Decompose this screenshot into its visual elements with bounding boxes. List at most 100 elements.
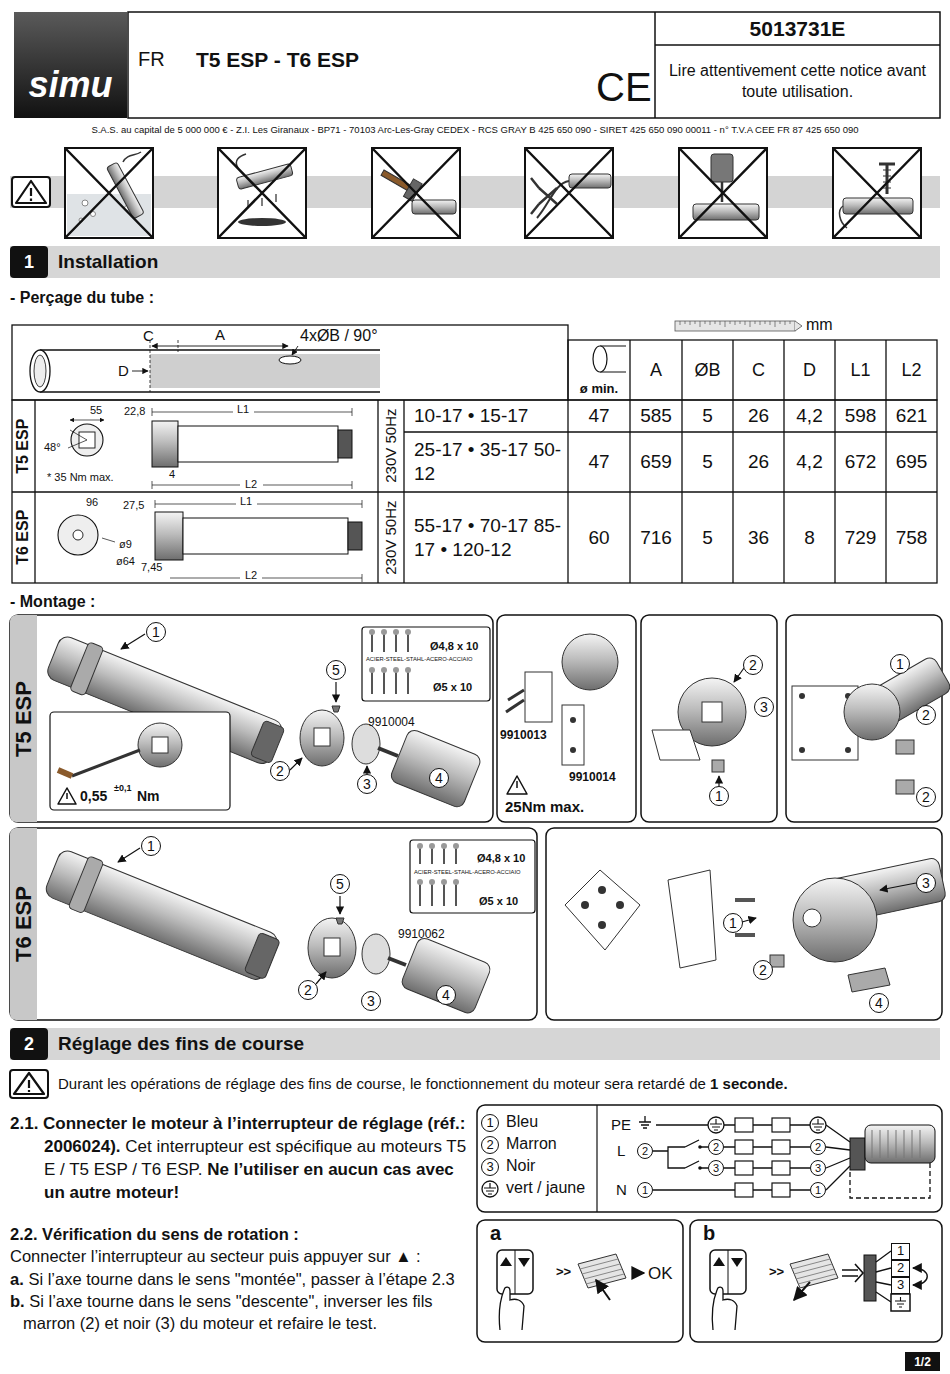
table-cell: 4,2 (784, 400, 835, 432)
table-cell: 4 (169, 468, 175, 481)
label-text: 1 (147, 838, 155, 854)
label-text: T6 ESP (14, 510, 32, 565)
label-text: S.A.S. au capital de 5 000 000 € - Z.I. … (91, 125, 858, 136)
label-text: 695 (896, 451, 928, 473)
table-cell: 25-17 • 35-17 50-12 (404, 432, 568, 492)
callout-number: 2 (270, 761, 290, 781)
label-text: 621 (896, 405, 928, 427)
label-text: A (650, 360, 662, 381)
label-text: 1 (815, 1184, 821, 1197)
label: CE (596, 64, 652, 110)
callout-number: 2 (810, 1139, 826, 1155)
label-text: 4,2 (796, 451, 822, 473)
legend-text: Noir (506, 1157, 535, 1175)
label: 1 (891, 1243, 910, 1260)
label: - Montage : (10, 593, 95, 611)
table-cell: A (630, 340, 682, 400)
paragraph: a.Si l’axe tourne dans le sens "montée",… (10, 1268, 480, 1290)
label-text: 230V 50Hz (382, 500, 399, 574)
label-text: 3 (363, 776, 371, 792)
document-title: T5 ESP - T6 ESP (196, 48, 359, 72)
table-cell: 5 (682, 400, 733, 432)
label-text: ø min. (580, 382, 618, 397)
label: Ø5 x 10 (433, 681, 472, 694)
label-text: 4,2 (796, 405, 822, 427)
label-text: 5 (336, 876, 344, 892)
label-text: 10-17 • 15-17 (414, 404, 528, 428)
label-text: 47 (588, 405, 609, 427)
callout-number: 1 (637, 1182, 653, 1198)
table-cell: L1 (237, 403, 249, 416)
paragraph: 2.2. Vérification du sens de rotation :C… (10, 1223, 475, 1267)
table-cell: T5 ESP (12, 400, 35, 492)
label: 9910062 (398, 928, 445, 942)
label: Ø5 x 10 (479, 895, 518, 908)
label-text: 3 (367, 993, 375, 1009)
node-text: 1/2 (914, 1355, 931, 1369)
brand-logo: simu (14, 12, 127, 118)
label: N (616, 1181, 627, 1198)
table-cell: 4,2 (784, 432, 835, 492)
label-text: 672 (845, 451, 877, 473)
label-text: 2 (759, 962, 767, 978)
label: 9910013 (500, 729, 547, 743)
callout-number: 2 (708, 1139, 724, 1155)
node-text: 1 (24, 252, 34, 273)
label-text: 716 (640, 527, 672, 549)
callout-number: 1 (810, 1182, 826, 1198)
callout-number: 2 (637, 1143, 653, 1159)
label-text: 1 (715, 788, 723, 804)
label: D (118, 362, 129, 379)
label-text: 5 (702, 405, 713, 427)
legend-text: vert / jaune (506, 1179, 585, 1197)
node-text: 5013731E (750, 17, 846, 41)
label-text: 1 (896, 656, 904, 672)
label: 2 (891, 1260, 910, 1277)
table-cell: L1 (240, 495, 252, 508)
label-text: 598 (845, 405, 877, 427)
table-cell: L2 (886, 340, 937, 400)
callout-number: 1 (890, 654, 910, 674)
callout-number: 3 (708, 1160, 724, 1176)
table-cell: 230V 50Hz (378, 492, 404, 583)
table-cell: 8 (784, 492, 835, 583)
label-text: 1 (729, 915, 737, 931)
table-cell: 758 (886, 492, 937, 583)
label-text: 5 (332, 662, 340, 678)
text-run: b. (10, 1292, 25, 1310)
table-cell: L2 (245, 569, 257, 582)
label-text: 2 (897, 1261, 904, 1276)
node-text: Réglage des fins de course (58, 1033, 304, 1055)
table-cell: D (784, 340, 835, 400)
table-cell: 672 (835, 432, 886, 492)
model-tab: T5 ESP (10, 615, 37, 822)
label: >> (769, 1265, 784, 1280)
callout-number: 3 (481, 1158, 499, 1176)
label-text: 8 (804, 527, 815, 549)
callout-number: 3 (357, 774, 377, 794)
label: Nm (137, 788, 160, 804)
callout-number: 2 (743, 655, 763, 675)
label-text: 230V 50Hz (382, 409, 399, 483)
label-text: 60 (588, 527, 609, 549)
document-number: 5013731E (655, 12, 940, 45)
label: S.A.S. au capital de 5 000 000 € - Z.I. … (10, 123, 940, 137)
table-cell: 47 (568, 432, 630, 492)
table-cell: 621 (886, 400, 937, 432)
callout-number: 1 (723, 913, 743, 933)
callout-number: 2 (298, 980, 318, 1000)
table-cell: 26 (733, 400, 784, 432)
label: a (490, 1222, 501, 1245)
table-cell: 55-17 • 70-17 85-17 • 120-12 (404, 492, 568, 583)
label-text: 1 (486, 1116, 493, 1131)
label-text: 4 (442, 987, 450, 1003)
label: 3 (891, 1277, 910, 1294)
label-text: 2 (713, 1141, 719, 1154)
table-cell: 5 (682, 492, 733, 583)
table-cell: 27,5 (123, 499, 144, 512)
label-text: L1 (850, 360, 870, 381)
label: PE (611, 1116, 631, 1133)
label-text: 3 (760, 699, 768, 715)
section-number: 2 (10, 1028, 48, 1060)
callout-number: 2 (916, 705, 936, 725)
